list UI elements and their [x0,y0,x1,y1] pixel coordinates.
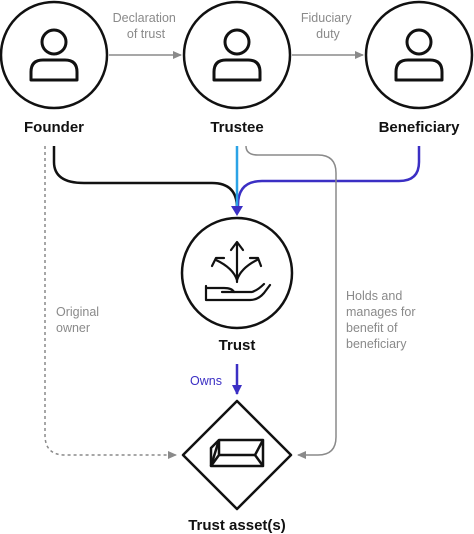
declaration-label-line-1: Declaration [113,11,176,25]
owns-label: Owns [190,374,222,388]
declaration-label-line-2: of trust [127,27,166,41]
original-owner-line-1: Original [56,305,99,319]
trust-entry-arrowhead [231,206,243,216]
trust-label: Trust [219,337,256,354]
hand-with-arrows-icon [204,240,272,302]
trust-assets-label: Trust asset(s) [188,517,286,534]
holds-line-2: manages for [346,305,415,319]
beneficiary-node [364,0,474,110]
founder-label: Founder [24,119,84,136]
declaration-of-trust-label: Declaration of trust [113,11,180,41]
fiduciary-label-line-1: Fiduciary [301,11,352,25]
gold-bar-icon [209,438,265,468]
original-owner-line-2: owner [56,321,90,335]
holds-line-4: beneficiary [346,337,407,351]
original-owner-label: Original owner [56,305,103,335]
person-icon [29,28,79,82]
beneficiary-to-trust-line [236,146,421,212]
original-owner-connector [44,146,177,459]
holds-line-3: benefit of [346,321,398,335]
founder-node [0,0,109,110]
holds-and-manages-connector [245,145,337,459]
trustee-label: Trustee [210,119,263,136]
holds-and-manages-label: Holds and manages for benefit of benefic… [346,289,419,351]
person-icon [394,28,444,82]
person-icon [212,28,262,82]
fiduciary-label-line-2: duty [316,27,340,41]
trust-node [180,216,294,330]
fiduciary-duty-label: Fiduciary duty [301,11,355,41]
beneficiary-label: Beneficiary [379,119,461,136]
trust-assets-node [181,399,293,511]
founder-to-trust-line [52,146,239,212]
holds-line-1: Holds and [346,289,402,303]
trustee-node [182,0,292,110]
